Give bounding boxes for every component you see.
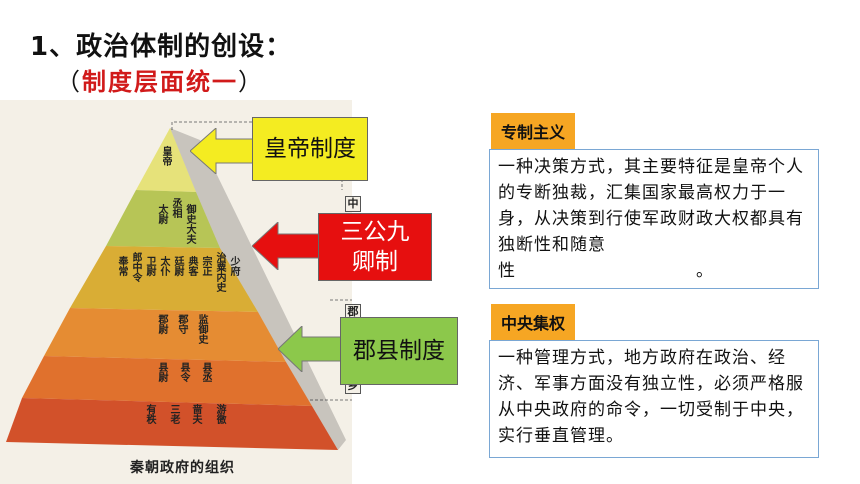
tier-label-xianwei: 县尉	[156, 362, 167, 382]
tier-label-shaofu: 少府	[228, 256, 239, 276]
definition-box-centralization: 一种管理方式，地方政府在政治、经济、军事方面没有独立性，必须严格服从中央政府的命…	[489, 340, 819, 458]
tier-label-youjiao: 游徼	[214, 404, 225, 424]
tier-label-taiwei: 太尉	[156, 204, 167, 224]
arrow-left-icon	[190, 128, 260, 174]
tier-label-yushi: 御史大夫	[184, 204, 195, 244]
pyramid-graphic	[6, 121, 352, 450]
tier-label-junwei: 郡尉	[156, 314, 167, 334]
tier-label-fengchang: 奉常	[116, 256, 127, 276]
pyramid-caption: 秦朝政府的组织	[130, 460, 235, 476]
tier-label-tingwei: 廷尉	[172, 256, 183, 276]
tier-label-xianling: 县令	[178, 362, 189, 382]
definition-box-despotism: 一种决策方式，其主要特征是皇帝个人的专断独裁，汇集国家最高权力于一身，从决策到行…	[489, 149, 819, 289]
tier-label-langzhongling: 郎中令	[130, 252, 141, 282]
tier-label-emperor: 皇帝	[160, 146, 171, 166]
tier-label-sefu: 啬夫	[190, 404, 201, 424]
page-title: 1、政治体制的创设：	[30, 32, 293, 62]
side-label-central: 中	[345, 196, 361, 212]
pyramid-tier-2	[106, 190, 220, 248]
tier-label-zongzheng: 宗正	[200, 256, 211, 276]
tier-label-xiancheng: 县丞	[200, 362, 211, 382]
definition-tag-despotism: 专制主义	[491, 113, 576, 149]
definition-tag-centralization: 中央集权	[491, 304, 576, 340]
pyramid-tier-1	[136, 128, 196, 192]
pyramid-tier-5	[22, 356, 312, 406]
tier-label-jianyushi: 监御史	[196, 314, 207, 344]
page-subtitle: （制度层面统一）	[56, 62, 264, 97]
subtitle-open-paren: （	[56, 68, 82, 96]
tier-label-sanlao: 三老	[168, 404, 179, 424]
pyramid-tier-3	[70, 246, 258, 312]
tier-label-junshou: 郡守	[176, 314, 187, 334]
arrow-left-icon	[252, 222, 324, 270]
tier-label-taipu: 太仆	[158, 256, 169, 276]
tier-label-chengxiang: 丞相	[170, 198, 181, 218]
subtitle-text: 制度层面统一	[82, 68, 238, 96]
tier-label-weiwei: 卫尉	[144, 256, 155, 276]
pyramid-tier-6	[6, 398, 338, 450]
tier-label-dianke: 典客	[186, 256, 197, 276]
arrow-left-icon	[278, 326, 348, 372]
callout-junxian-system: 郡县制度	[340, 317, 458, 385]
tier-label-youzhi: 有秩	[144, 404, 155, 424]
callout-emperor-system: 皇帝制度	[252, 117, 368, 181]
tier-label-zhisu: 治粟内史	[214, 252, 225, 292]
callout-sangong-jiuqing: 三公九卿制	[318, 213, 432, 281]
subtitle-close-paren: ）	[238, 68, 264, 96]
pyramid-tier-4	[44, 308, 286, 362]
